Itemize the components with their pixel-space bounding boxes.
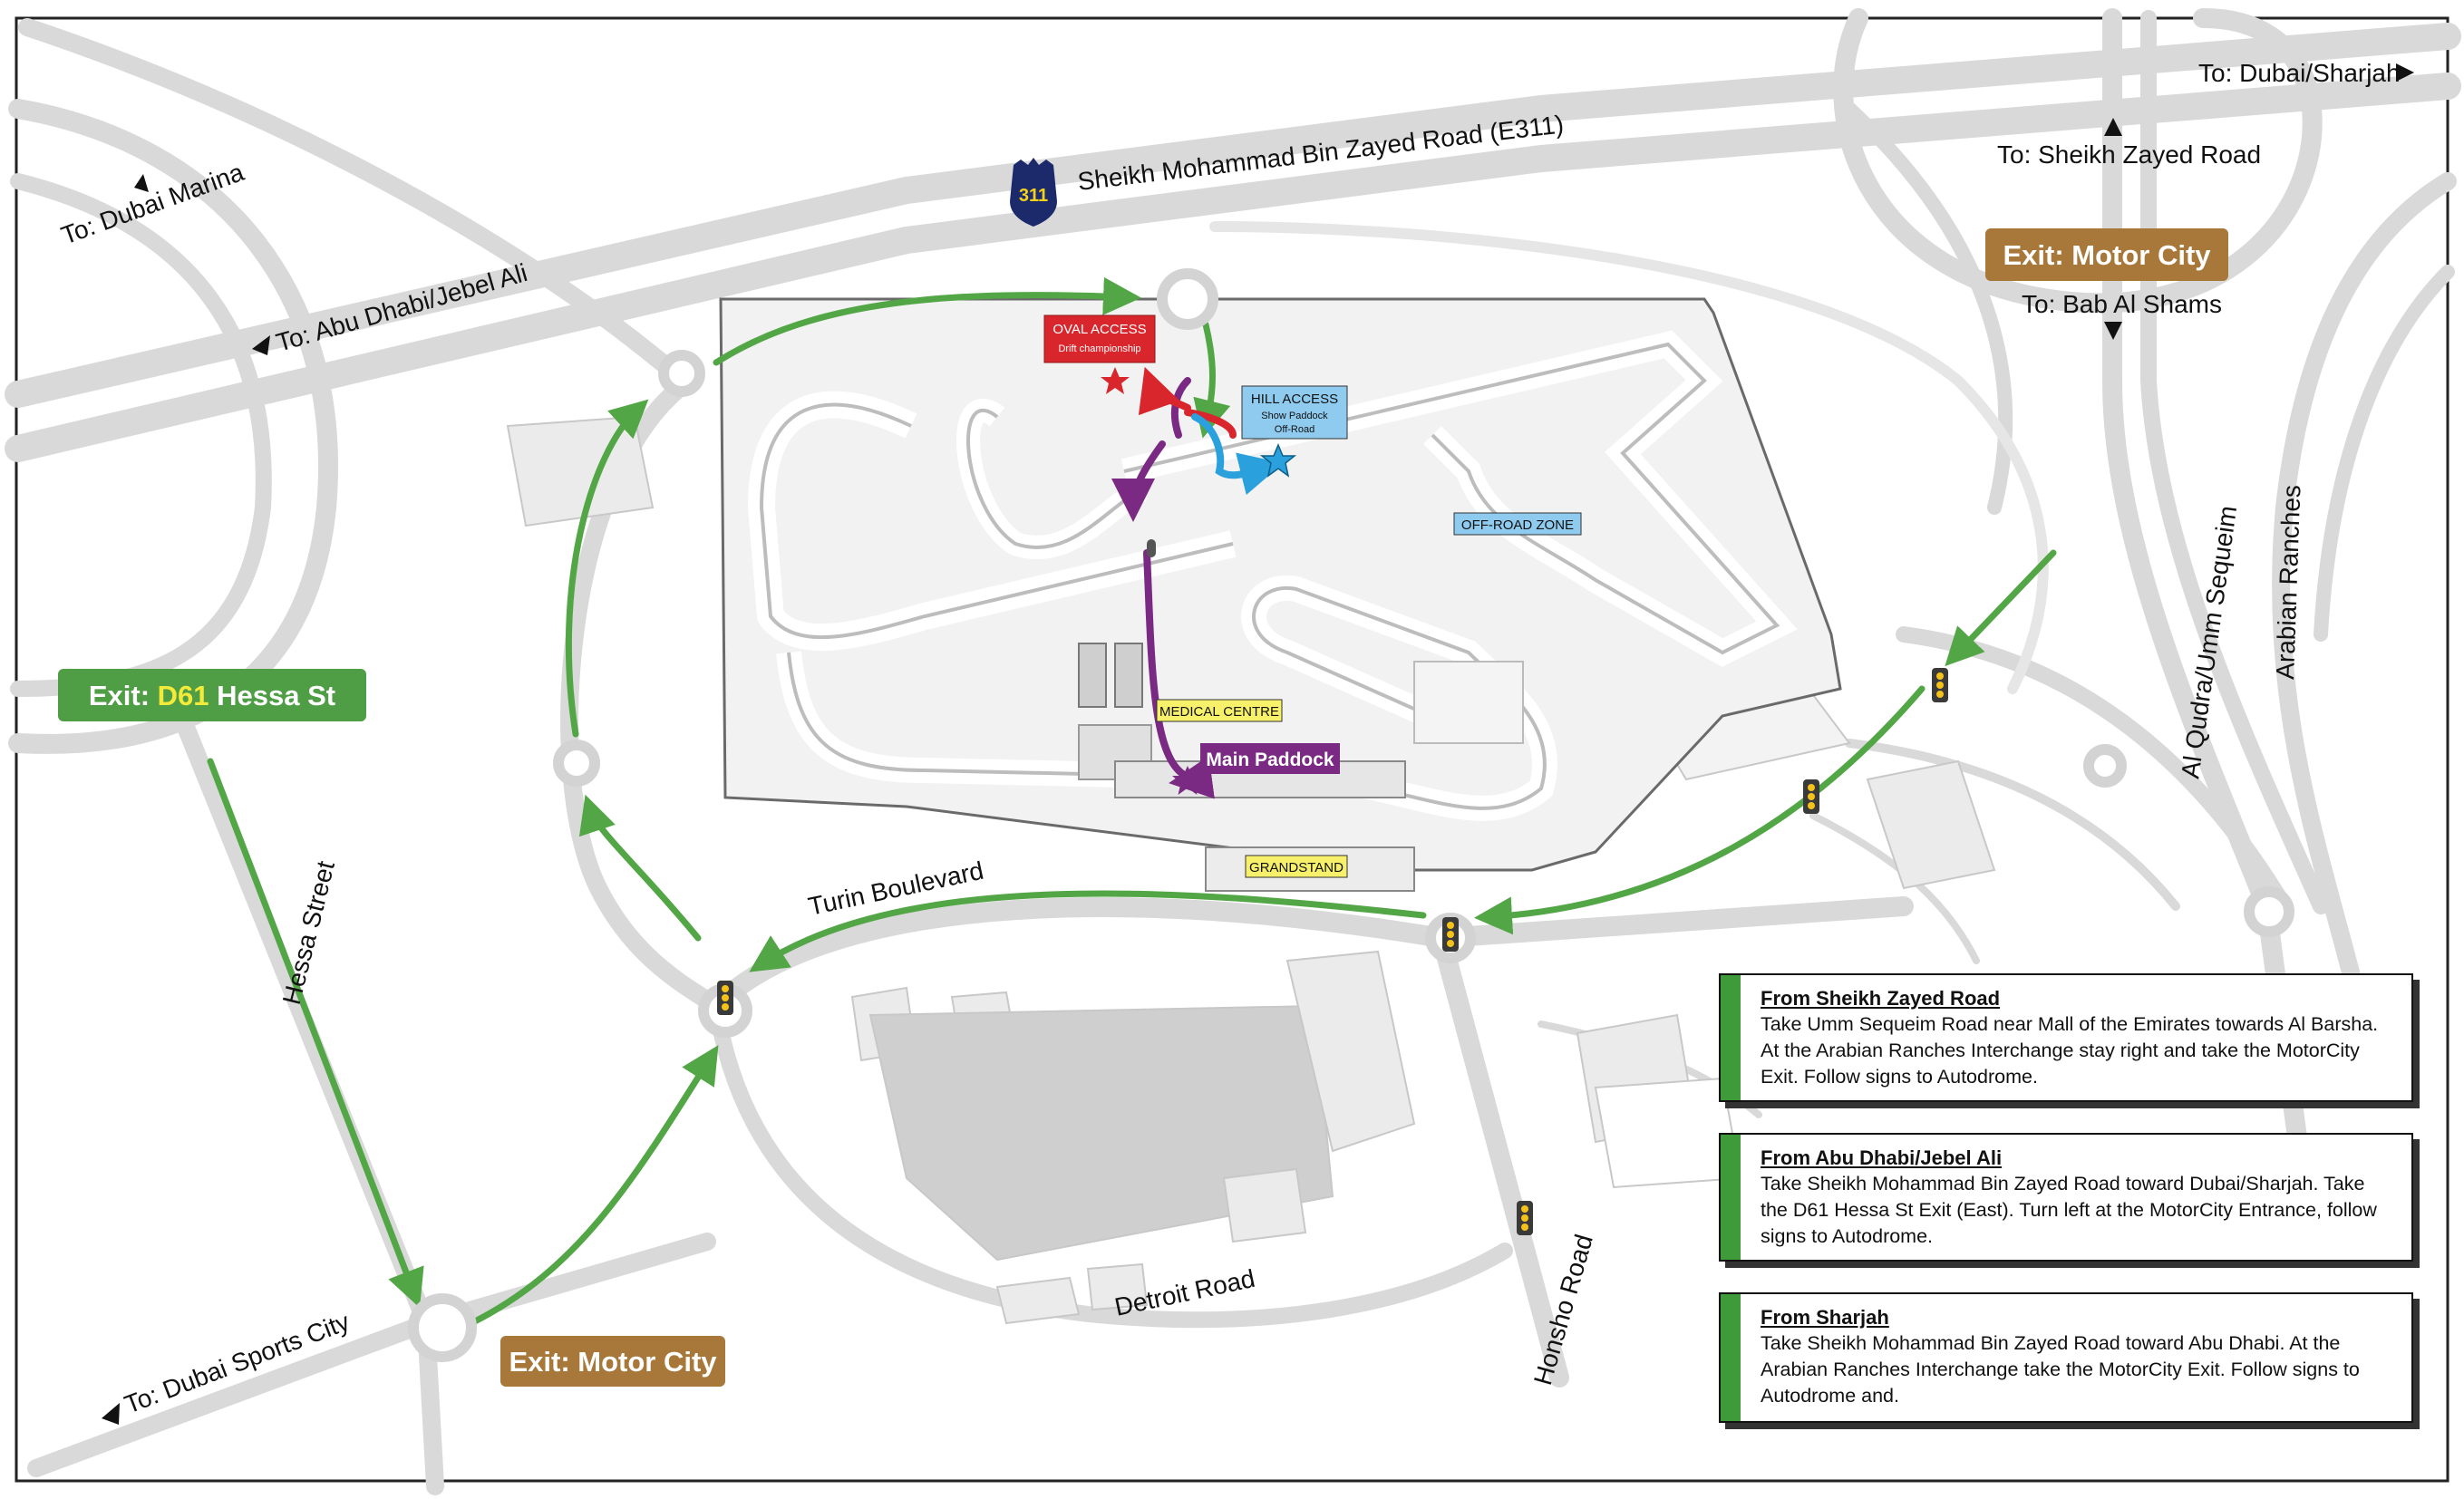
hill-access-subtitle-2: Off-Road [1275, 424, 1314, 435]
medical-centre-text: MEDICAL CENTRE [1159, 704, 1279, 720]
green-access-routes [207, 276, 2057, 1327]
arrow-up-icon [134, 174, 149, 192]
directions-line: signs to Autodrome. [1761, 1225, 1934, 1247]
to-dubai-sharjah-label: To: Dubai/Sharjah [2198, 59, 2401, 87]
off-road-zone-text: OFF-ROAD ZONE [1461, 517, 1574, 533]
directions-line: Take Sheikh Mohammad Bin Zayed Road towa… [1761, 1332, 2341, 1354]
directions-line: Take Umm Sequeim Road near Mall of the E… [1761, 1013, 2379, 1035]
medical-centre-label: MEDICAL CENTRE [1156, 699, 1283, 722]
directions-line: At the Arabian Ranches Interchange stay … [1761, 1040, 2360, 1061]
hill-access-subtitle-1: Show Paddock [1261, 411, 1328, 421]
exit-motor-city-bottom-label: Exit: Motor City [509, 1346, 717, 1378]
traffic-light-icon [1517, 1201, 1533, 1235]
directions-title: From Sheikh Zayed Road [1761, 987, 2001, 1010]
directions-box-abu-dhabi: From Abu Dhabi/Jebel Ali Take Sheikh Moh… [1719, 1133, 2413, 1262]
main-paddock-label: Main Paddock [1200, 743, 1340, 774]
directions-line: Arabian Ranches Interchange take the Mot… [1761, 1359, 2360, 1380]
traffic-signals [717, 668, 1948, 1235]
directions-title: From Abu Dhabi/Jebel Ali [1761, 1146, 2003, 1169]
directions-line: Exit. Follow signs to Autodrome. [1761, 1066, 2038, 1088]
hill-access-star-icon [1259, 443, 1297, 478]
directions-box-sharjah: From Sharjah Take Sheikh Mohammad Bin Za… [1719, 1292, 2413, 1423]
arrow-right-icon [2396, 63, 2414, 82]
hill-access-label: HILL ACCESS Show Paddock Off-Road [1241, 385, 1348, 440]
exit-motor-city-top-label: Exit: Motor City [2003, 239, 2211, 271]
main-paddock-star-icon [1172, 766, 1203, 795]
directions-box-sheikh-zayed: From Sheikh Zayed Road Take Umm Sequeim … [1719, 973, 2413, 1102]
e311-shield-icon: 311 [1010, 158, 1057, 227]
exit-suffix: Hessa St [209, 680, 336, 711]
traffic-light-icon [1803, 779, 1819, 814]
arrow-up-icon [2104, 118, 2122, 136]
directions-line: the D61 Hessa St Exit (East). Turn left … [1761, 1199, 2377, 1221]
directions-line: Autodrome and. [1761, 1385, 1899, 1407]
e311-shield-number: 311 [1019, 186, 1048, 206]
to-bab-al-shams-label: To: Bab Al Shams [2022, 290, 2222, 318]
oval-access-subtitle: Drift championship [1058, 343, 1140, 354]
exit-code: D61 [158, 680, 209, 711]
grandstand-text: GRANDSTAND [1249, 860, 1344, 875]
roundabouts [408, 268, 2294, 1362]
svg-text:Exit: D61 Hessa St: Exit: D61 Hessa St [89, 680, 335, 711]
autodrome-circuit [719, 297, 1842, 892]
exit-prefix: Exit: [89, 680, 158, 711]
traffic-light-icon [1442, 917, 1459, 952]
arabian-ranches-label: Arabian Ranches [2271, 484, 2305, 680]
exit-motor-city-top-sign: Exit: Motor City [1985, 228, 2228, 281]
directions-box-accent [1721, 975, 1741, 1100]
oval-access-star-icon [1101, 367, 1130, 394]
directions-line: Take Sheikh Mohammad Bin Zayed Road towa… [1761, 1173, 2365, 1194]
off-road-zone-label: OFF-ROAD ZONE [1453, 512, 1582, 536]
directions-title: From Sharjah [1761, 1306, 1889, 1329]
directions-box-accent [1721, 1135, 1741, 1260]
oval-access-title: OVAL ACCESS [1053, 322, 1146, 337]
main-paddock-text: Main Paddock [1206, 750, 1334, 770]
arrow-left-icon [252, 335, 270, 355]
grandstand-label: GRANDSTAND [1245, 855, 1348, 878]
oval-access-label: OVAL ACCESS Drift championship [1043, 314, 1156, 363]
arrow-left-icon [102, 1403, 120, 1425]
traffic-light-icon [717, 981, 733, 1015]
arrow-down-icon [2104, 322, 2122, 340]
directions-box-accent [1721, 1294, 1741, 1421]
exit-hessa-sign: Exit: D61 Hessa St [58, 669, 366, 721]
exit-motor-city-bottom-sign: Exit: Motor City [500, 1336, 725, 1387]
traffic-light-icon [1932, 668, 1948, 702]
hill-access-title: HILL ACCESS [1251, 392, 1338, 407]
to-sheikh-zayed-label: To: Sheikh Zayed Road [1997, 140, 2261, 169]
